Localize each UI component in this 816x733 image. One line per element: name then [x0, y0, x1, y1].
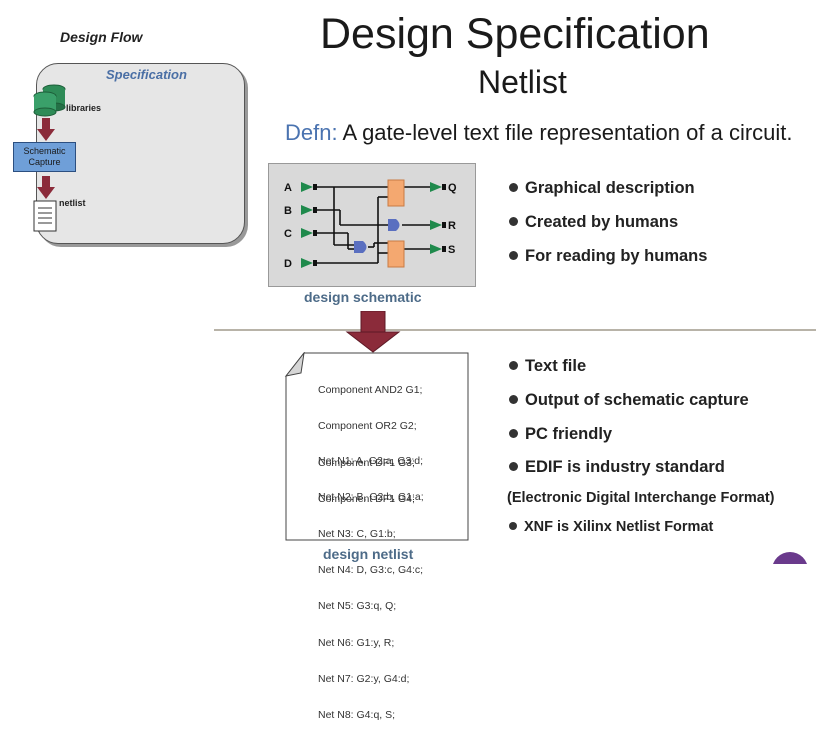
bullet-text: Text file — [525, 357, 587, 375]
bullet-item: PC friendly — [509, 425, 612, 444]
bullet-text: Output of schematic capture — [525, 391, 749, 409]
netlist-document-icon — [33, 200, 57, 232]
bullet-item: EDIF is industry standard — [509, 458, 725, 477]
output-label-s: S — [448, 244, 455, 256]
bullet-item: Text file — [509, 357, 586, 376]
bullet-text: PC friendly — [525, 425, 613, 443]
output-label-q: Q — [448, 182, 457, 194]
netlist-line: Component DF1 G3; — [318, 456, 415, 469]
section-divider — [214, 329, 816, 331]
netlist-line: Net N3: C, G1:b; — [318, 527, 396, 540]
schematic-caption: design schematic — [304, 289, 422, 305]
bullet-item: Graphical description — [509, 179, 695, 198]
bullet-text: For reading by humans — [525, 247, 708, 265]
corner-logo-icon — [773, 552, 807, 564]
netlist-line: Component OR2 G2; — [318, 420, 417, 433]
definition-text: A gate-level text file representation of… — [337, 120, 793, 145]
input-label-c: C — [284, 228, 292, 240]
capture-line2: Capture — [28, 157, 61, 167]
bullet-text: Graphical description — [525, 179, 695, 197]
libraries-database-icon — [33, 84, 66, 117]
flow-spec-label: Specification — [106, 67, 187, 82]
netlist-components: Component AND2 G1; Component OR2 G2; Com… — [318, 360, 422, 517]
page-subtitle: Netlist — [478, 64, 567, 100]
output-label-r: R — [448, 220, 456, 232]
netlist-line: Net N4: D, G3:c, G4:c; — [318, 564, 424, 577]
bullet-item: Output of schematic capture — [509, 391, 749, 410]
circuit-schematic-diagram: A B C D Q R S — [284, 179, 457, 270]
netlist-line: Net N7: G2:y, G4:d; — [318, 672, 410, 685]
netlist-line: Component DF1 G4; — [318, 493, 415, 506]
definition-line: Defn: A gate-level text file representat… — [285, 120, 793, 146]
netlist-caption: design netlist — [323, 546, 414, 562]
netlist-nets: Net N1: A, G2:a, G3:d; Net N2: B, G2:b, … — [318, 431, 424, 733]
netlist-line: Net N6: G1:y, R; — [318, 636, 395, 649]
input-label-b: B — [284, 205, 292, 217]
flow-arrow-down-icon-2 — [37, 176, 55, 199]
page-title: Design Specification — [320, 10, 710, 58]
flow-libraries-label: libraries — [66, 103, 102, 113]
big-arrow-down-icon — [345, 311, 401, 353]
bullet-text: EDIF is industry standard — [525, 458, 725, 476]
bullet-text: Created by humans — [525, 213, 679, 231]
flow-arrow-down-icon — [37, 118, 55, 141]
input-label-d: D — [284, 258, 292, 270]
netlist-paper-icon — [284, 352, 469, 541]
definition-term: Defn: — [285, 120, 338, 145]
edif-note: (Electronic Digital Interchange Format) — [507, 490, 775, 506]
bullet-item: For reading by humans — [509, 247, 707, 266]
design-flow-title: Design Flow — [60, 29, 143, 45]
input-label-a: A — [284, 182, 292, 194]
capture-line1: Schematic — [23, 146, 66, 156]
schematic-capture-box: Schematic Capture — [13, 142, 76, 172]
netlist-line: Component AND2 G1; — [318, 384, 423, 397]
bullet-text: XNF is Xilinx Netlist Format — [524, 519, 714, 535]
bullet-item: Created by humans — [509, 213, 678, 232]
xnf-bullet: XNF is Xilinx Netlist Format — [509, 519, 713, 535]
netlist-line: Net N8: G4:q, S; — [318, 709, 396, 722]
netlist-line: Net N1: A, G2:a, G3:d; — [318, 455, 424, 468]
netlist-line: Net N2: B, G2:b, G1:a; — [318, 491, 424, 504]
netlist-line: Net N5: G3:q, Q; — [318, 600, 397, 613]
flow-netlist-label: netlist — [59, 198, 86, 208]
